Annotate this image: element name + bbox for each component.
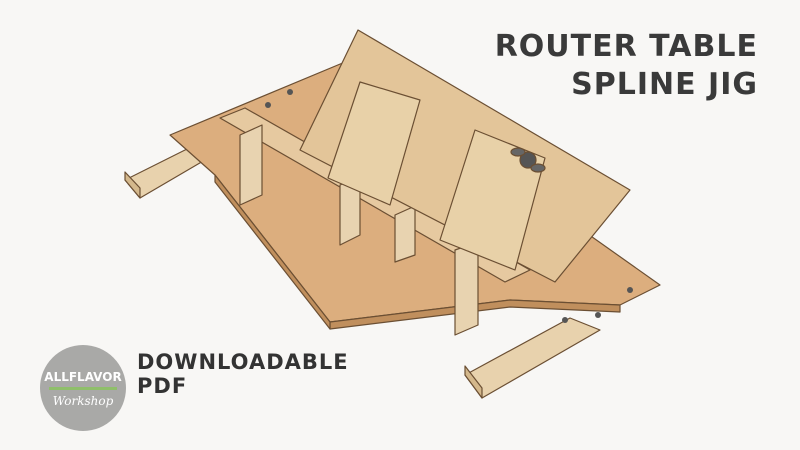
page-title: ROUTER TABLE SPLINE JIG — [495, 28, 758, 104]
clamp-block-right — [439, 129, 546, 271]
support-4 — [454, 241, 479, 336]
title-line-1: ROUTER TABLE — [494, 29, 758, 64]
logo-sub: Workshop — [52, 394, 114, 408]
logo-brand: ALLFLAVOR — [44, 370, 122, 384]
logo-accent-bar — [49, 387, 117, 390]
support-3 — [394, 205, 416, 263]
allflavor-logo: ALLFLAVOR Workshop — [40, 345, 126, 431]
clamp-block-left — [327, 81, 421, 206]
title-line-2: SPLINE JIG — [571, 67, 758, 102]
front-runner — [464, 317, 601, 399]
badge-line-2: PDF — [137, 374, 188, 398]
downloadable-pdf-label: DOWNLOADABLE PDF — [137, 350, 349, 398]
badge-line-1: DOWNLOADABLE — [137, 350, 349, 374]
support-1 — [239, 124, 263, 206]
wing-nut — [519, 151, 537, 169]
